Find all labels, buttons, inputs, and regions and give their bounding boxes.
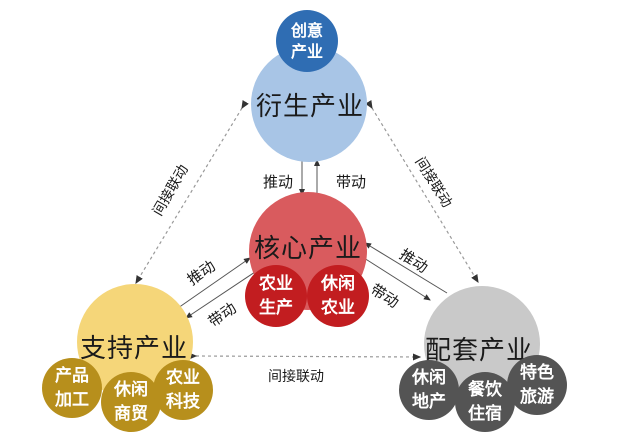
sub-line1: 农业 [259,274,293,294]
supporting-sub-special-tourism: 特色 旅游 [507,355,567,415]
sub-line2: 旅游 [520,387,554,407]
sub-line1: 产品 [55,366,89,386]
label-indirect-bottom: 间接联动 [268,369,324,385]
drive-arrow-support [185,269,259,319]
sub-line1: 餐饮 [468,380,502,400]
indirect-link-left [135,99,249,285]
core-industry-label: 核心产业 [254,234,363,264]
support-sub-agri-tech: 农业 科技 [153,360,213,420]
sub-line1: 特色 [520,363,554,383]
sub-line2: 商贸 [114,404,148,424]
derivative-industry-label: 衍生产业 [256,92,365,122]
support-sub-leisure-commerce: 休闲 商贸 [101,372,161,432]
indirect-link-bottom [188,352,422,361]
indirect-link-right [365,99,479,284]
creative-line1: 创意 [290,21,323,40]
supporting-industry-label: 配套产业 [425,336,534,366]
sub-line1: 休闲 [114,380,148,400]
core-sub-leisure-agri: 休闲 农业 [307,265,369,327]
supporting-sub-catering-lodging: 餐饮 住宿 [455,372,515,432]
sub-line1: 休闲 [321,274,355,294]
core-sub-agri-production: 农业 生产 [245,265,307,327]
support-sub-product-processing: 产品 加工 [42,358,102,418]
label-push-derivative: 推动 [263,173,294,191]
support-industry-label: 支持产业 [80,334,189,364]
sub-line2: 生产 [259,298,293,318]
supporting-sub-leisure-realestate: 休闲 地产 [399,360,459,420]
sub-line2: 住宿 [468,404,502,424]
push-arrow-support [177,257,251,309]
sub-line2: 农业 [321,298,355,318]
sub-line2: 加工 [55,390,89,410]
sub-line2: 科技 [166,392,200,412]
creative-industry-circle: 创意 产业 [276,10,338,72]
sub-line1: 农业 [166,368,200,388]
push-arrow-supporting [364,242,448,294]
creative-line2: 产业 [290,42,323,61]
drive-arrow-supporting [363,257,431,301]
sub-line2: 地产 [412,392,446,412]
label-drive-derivative: 带动 [336,173,367,191]
sub-line1: 休闲 [412,368,446,388]
